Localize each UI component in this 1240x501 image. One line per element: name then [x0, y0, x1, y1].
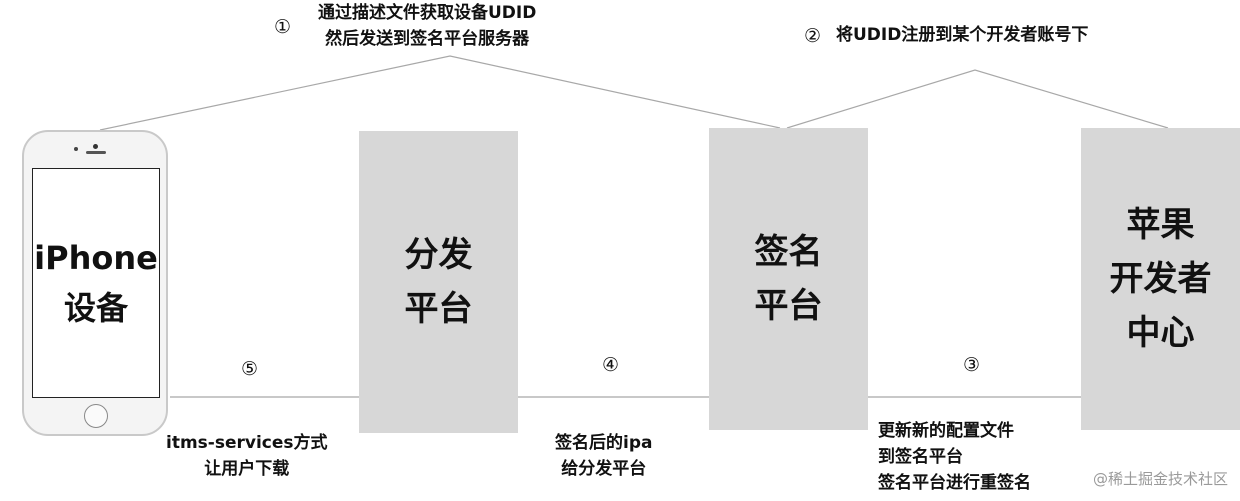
step-2-number: ②: [804, 25, 822, 47]
distribution-platform-label: 分发 平台: [404, 235, 473, 329]
iphone-label: iPhone 设备: [34, 239, 158, 327]
camera-icon: [93, 144, 98, 149]
signing-platform-label: 签名 平台: [754, 232, 823, 326]
step-3-text: 更新新的配置文件 到签名平台 签名平台进行重签名: [878, 421, 1031, 493]
signing-platform-box: 签名 平台: [709, 128, 868, 430]
distribution-platform-box: 分发 平台: [359, 131, 518, 433]
step-5-number: ⑤: [241, 358, 259, 380]
arrow-1-line: [99, 55, 781, 131]
step-4-text: 签名后的ipa 给分发平台: [555, 433, 653, 479]
step-1-number: ①: [274, 16, 292, 38]
apple-developer-center-box: 苹果 开发者 中心: [1081, 128, 1240, 430]
apple-developer-center-label: 苹果 开发者 中心: [1109, 205, 1212, 353]
speaker-icon: [86, 151, 106, 154]
step-4-number: ④: [602, 354, 620, 376]
home-button-icon: [84, 404, 108, 428]
arrow-2-line: [786, 69, 1169, 129]
step-2-text: 将UDID注册到某个开发者账号下: [836, 25, 1089, 45]
step-3-number: ③: [963, 354, 981, 376]
watermark: @稀土掘金技术社区: [1092, 470, 1228, 488]
step-1-text: 通过描述文件获取设备UDID 然后发送到签名平台服务器: [318, 3, 537, 49]
iphone-screen: iPhone 设备: [32, 168, 160, 398]
sensor-dot: [74, 147, 78, 151]
step-5-text: itms-services方式 让用户下载: [166, 433, 328, 479]
iphone-device: iPhone 设备: [22, 130, 168, 436]
